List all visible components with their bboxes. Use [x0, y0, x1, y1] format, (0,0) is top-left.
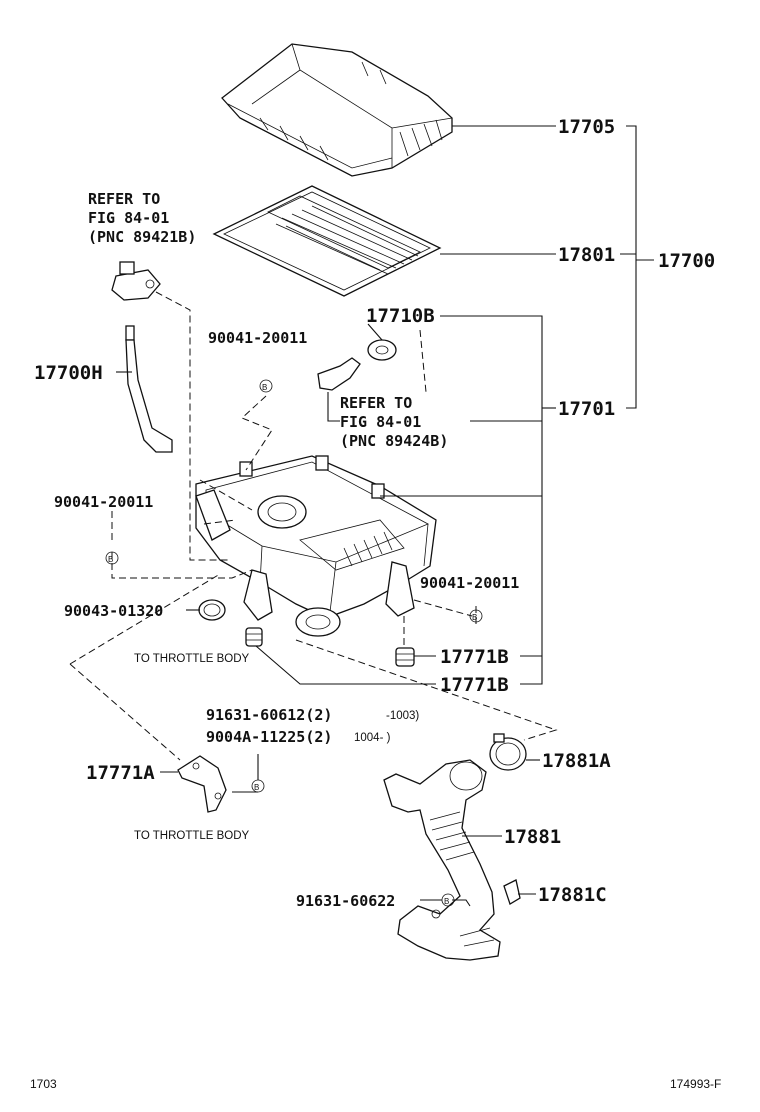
label-91631-60612-range: -1003) — [386, 710, 419, 722]
label-17710B: 17710B — [366, 305, 435, 327]
svg-text:B: B — [472, 613, 477, 622]
label-17881C: 17881C — [538, 884, 607, 906]
footer-illustration-code: 174993-F — [670, 1077, 721, 1091]
svg-text:B: B — [444, 897, 449, 906]
label-9004A-11225: 9004A-11225(2) — [206, 728, 332, 746]
air-filter-element-drawing — [212, 185, 442, 297]
label-91631-60622: 91631-60622 — [296, 892, 395, 910]
bracket-17771A-drawing — [177, 755, 227, 813]
cushion-17771B-left-drawing — [245, 627, 263, 647]
cushion-17771B-right-drawing — [395, 647, 415, 667]
label-90043-01320: 90043-01320 — [64, 602, 163, 620]
grommet-17710B-drawing — [317, 339, 397, 391]
air-cleaner-cap-drawing — [221, 43, 453, 177]
leader-lines — [116, 125, 654, 907]
marker-b-5: B — [441, 893, 455, 907]
label-17801: 17801 — [558, 244, 615, 266]
label-17700H: 17700H — [34, 362, 103, 384]
label-90041-20011-top: 90041-20011 — [208, 329, 307, 347]
refer-note-2-line1: REFER TO — [340, 394, 412, 412]
label-17771A: 17771A — [86, 762, 155, 784]
refer-note-1-line2: FIG 84-01 — [88, 209, 169, 227]
refer-note-1-line1: REFER TO — [88, 190, 160, 208]
label-91631-60612: 91631-60612(2) — [206, 706, 332, 724]
hose-clamp-17881A-drawing — [489, 733, 527, 771]
o-ring-drawing — [198, 599, 226, 621]
intake-hose-17881-drawing — [383, 759, 501, 961]
air-cleaner-case-drawing — [195, 455, 437, 637]
clip-17881C-drawing — [503, 879, 521, 905]
label-17701: 17701 — [558, 398, 615, 420]
marker-b-4: B — [251, 779, 265, 793]
svg-text:B: B — [262, 383, 267, 392]
refer-note-2-line2: FIG 84-01 — [340, 413, 421, 431]
dashed-connection-lines — [69, 291, 558, 761]
marker-b-1: B — [259, 379, 273, 393]
label-17881A: 17881A — [542, 750, 611, 772]
footer-page-code: 1703 — [30, 1077, 57, 1091]
label-17700: 17700 — [658, 250, 715, 272]
marker-b-2: B — [105, 551, 119, 565]
svg-text:B: B — [254, 783, 259, 792]
marker-b-3: B — [469, 609, 483, 623]
throttle-body-note-2: TO THROTTLE BODY — [134, 830, 250, 842]
throttle-body-note-1: TO THROTTLE BODY — [134, 653, 250, 665]
label-17881: 17881 — [504, 826, 561, 848]
label-90041-20011-left: 90041-20011 — [54, 493, 153, 511]
label-90041-20011-right: 90041-20011 — [420, 574, 519, 592]
label-17771B-upper: 17771B — [440, 646, 509, 668]
label-17771B-lower: 17771B — [440, 674, 509, 696]
refer-note-1-line3: (PNC 89421B) — [88, 228, 196, 246]
sensor-and-hose-17700H-drawing — [111, 261, 173, 453]
svg-text:B: B — [108, 555, 113, 564]
refer-note-2-line3: (PNC 89424B) — [340, 432, 448, 450]
label-17705: 17705 — [558, 116, 615, 138]
label-9004A-11225-range: 1004- ) — [354, 732, 391, 744]
